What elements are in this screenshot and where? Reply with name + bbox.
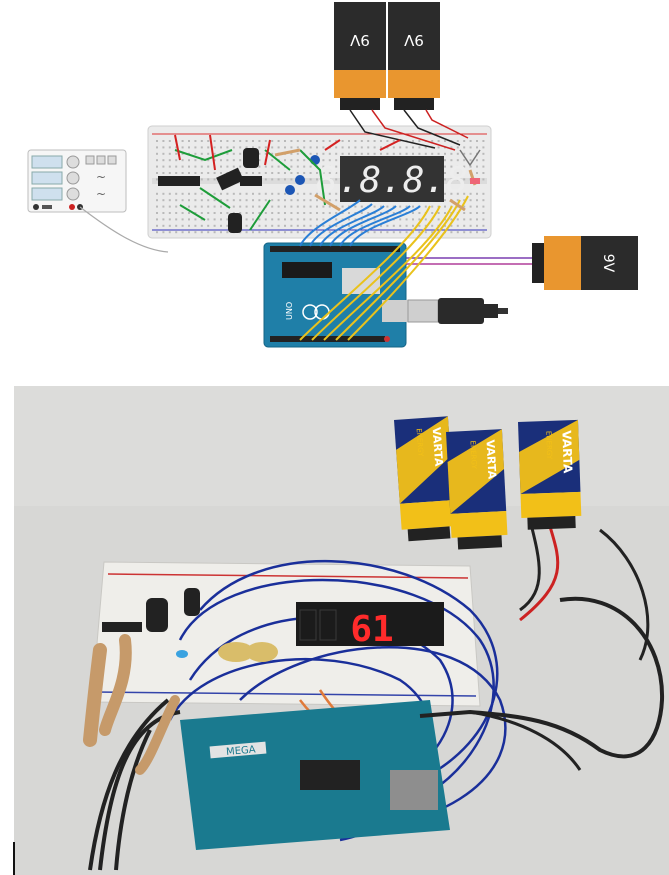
varta-brand: VARTA bbox=[559, 430, 575, 474]
battery-label: 9V bbox=[403, 31, 424, 49]
battery-label: 9V bbox=[349, 31, 370, 49]
varta-sub: ENERGY bbox=[468, 440, 478, 469]
wave-glyph-1: ~ bbox=[96, 170, 106, 184]
photo-seven-segment: 61 bbox=[296, 602, 444, 650]
varta-battery-2: VARTA ENERGY bbox=[446, 429, 508, 550]
battery-wires-top bbox=[349, 109, 469, 151]
schematic-panel: ~ ~ 9V 9V bbox=[27, 2, 638, 348]
photo-probe-leads bbox=[83, 622, 180, 775]
seven-segment-display: 8.8.8.8 bbox=[316, 156, 468, 202]
photo-arduino-mega: MEGA bbox=[180, 700, 450, 850]
photo-batteries: VARTA ENERGY VARTA ENERGY VARTA ENERGY bbox=[394, 416, 582, 550]
battery-right: 9V bbox=[405, 236, 638, 290]
photo-components bbox=[146, 588, 278, 662]
photo-cables bbox=[88, 519, 665, 871]
varta-battery-1: VARTA ENERGY bbox=[394, 416, 456, 542]
function-generator: ~ ~ bbox=[27, 149, 169, 253]
varta-sub: ENERGY bbox=[544, 431, 553, 460]
usb-plug bbox=[407, 298, 508, 324]
jumper-wires bbox=[299, 195, 469, 341]
battery-top-right: 9V bbox=[388, 2, 440, 110]
varta-brand: VARTA bbox=[483, 439, 498, 480]
photo-display-digits: 61 bbox=[350, 609, 393, 650]
mega-label: MEGA bbox=[226, 744, 257, 758]
varta-battery-3: VARTA ENERGY bbox=[518, 419, 582, 530]
varta-sub: ENERGY bbox=[415, 428, 425, 458]
display-digits: 8.8.8.8 bbox=[316, 160, 468, 201]
battery-label: 9V bbox=[600, 254, 616, 273]
varta-brand: VARTA bbox=[430, 427, 446, 468]
breadboard-components bbox=[158, 134, 481, 233]
uno-label: UNO bbox=[285, 302, 294, 320]
wave-glyph-2: ~ bbox=[96, 187, 106, 201]
battery-top-left: 9V bbox=[334, 2, 386, 110]
photo-panel: 61 MEGA bbox=[13, 386, 669, 875]
